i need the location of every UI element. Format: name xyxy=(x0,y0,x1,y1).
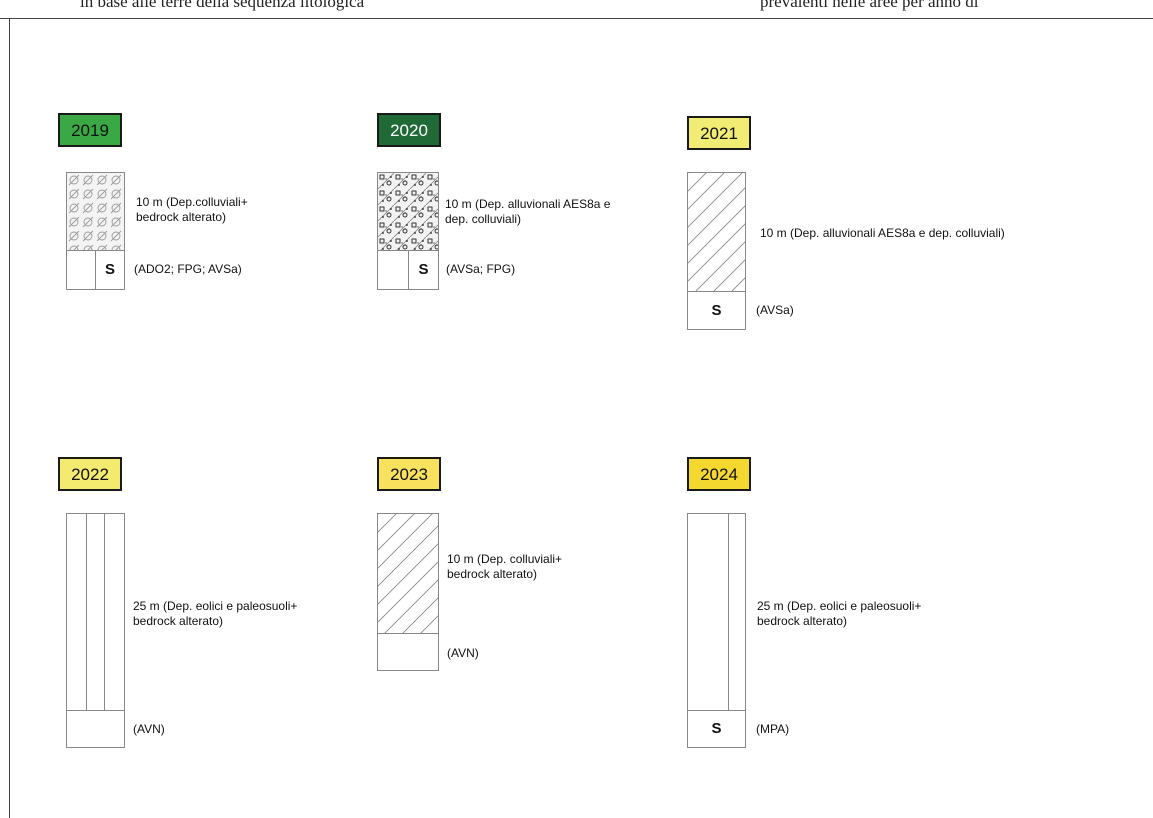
column-divider xyxy=(728,513,729,711)
layer-description: 10 m (Dep. colluviali+ bedrock alterato) xyxy=(447,552,563,581)
s-label: S xyxy=(408,250,439,290)
s-label: S xyxy=(687,291,746,330)
soil-layer-alluvial xyxy=(377,172,439,251)
layer-description: 25 m (Dep. eolici e paleosuoli+ bedrock … xyxy=(133,599,298,628)
year-badge: 2019 xyxy=(58,113,122,147)
formation-codes: (MPA) xyxy=(756,722,790,736)
header-right-text: prevalenti nelle aree per anno di xyxy=(760,0,979,11)
frame-left-border xyxy=(9,18,10,818)
layer-description: 10 m (Dep. alluvionali AES8a e dep. coll… xyxy=(445,197,611,226)
layer-description: 10 m (Dep. alluvionali AES8a e dep. coll… xyxy=(760,226,1005,240)
year-badge: 2024 xyxy=(687,457,751,491)
base-cell xyxy=(377,633,439,671)
base-cell-left xyxy=(66,250,96,290)
header-left-text: in base alle terre della sequenza litolo… xyxy=(80,0,365,11)
column-divider xyxy=(104,513,105,711)
formation-codes: (AVN) xyxy=(133,722,165,736)
year-badge: 2020 xyxy=(377,113,441,147)
soil-layer-hatched xyxy=(687,172,746,292)
base-cell xyxy=(66,710,125,748)
year-badge: 2022 xyxy=(58,457,122,491)
layer-description: 10 m (Dep.colluviali+ bedrock alterato) xyxy=(136,195,248,224)
year-badge: 2021 xyxy=(687,116,751,150)
formation-codes: (AVN) xyxy=(447,646,479,660)
formation-codes: (AVSa) xyxy=(756,303,794,317)
formation-codes: (AVSa; FPG) xyxy=(446,262,516,276)
year-badge: 2023 xyxy=(377,457,441,491)
soil-layer-eolian xyxy=(687,513,746,711)
layer-description: 25 m (Dep. eolici e paleosuoli+ bedrock … xyxy=(757,599,922,628)
soil-layer-eolian xyxy=(66,513,125,711)
cropped-header: in base alle terre della sequenza litolo… xyxy=(0,0,1153,18)
soil-layer-hatched xyxy=(377,513,439,634)
s-label: S xyxy=(95,250,125,290)
frame-top-border xyxy=(0,18,1153,19)
formation-codes: (ADO2; FPG; AVSa) xyxy=(134,262,242,276)
soil-layer-colluvial xyxy=(66,172,125,251)
column-divider xyxy=(86,513,87,711)
s-label: S xyxy=(687,710,746,748)
base-cell-left xyxy=(377,250,409,290)
